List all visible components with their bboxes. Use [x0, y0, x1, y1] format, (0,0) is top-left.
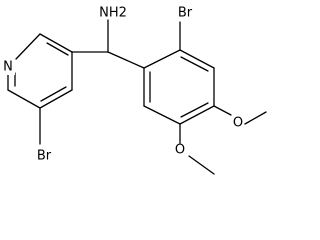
- bond: [107, 51, 145, 69]
- bond: [179, 49, 215, 69]
- aryl-bromine-label: Br: [178, 6, 193, 21]
- nitrogen-label-mask: [1, 59, 15, 75]
- bond: [46, 42, 69, 56]
- pyridine-nitrogen-label: N: [3, 60, 13, 75]
- bond: [15, 33, 41, 60]
- atom-label-layer: N NH2 Br Br O O: [1, 6, 243, 164]
- chemical-structure: N NH2 Br Br O O: [1, 5, 267, 175]
- bond: [143, 49, 181, 69]
- amine-label: NH2: [99, 6, 127, 21]
- bond: [188, 155, 215, 175]
- bond: [39, 33, 73, 53]
- upper-methoxy-oxygen-label: O: [233, 116, 243, 131]
- pyridine-bromine-label: Br: [37, 149, 52, 164]
- bond: [143, 105, 181, 125]
- bond: [39, 89, 73, 109]
- bond: [180, 56, 209, 72]
- bond: [180, 102, 209, 118]
- bond: [7, 89, 41, 109]
- bond: [40, 86, 67, 102]
- bond: [179, 105, 215, 125]
- bond-layer: [7, 19, 267, 175]
- bond: [244, 111, 267, 125]
- lower-methoxy-oxygen-label: O: [175, 143, 185, 158]
- bond: [213, 105, 232, 116]
